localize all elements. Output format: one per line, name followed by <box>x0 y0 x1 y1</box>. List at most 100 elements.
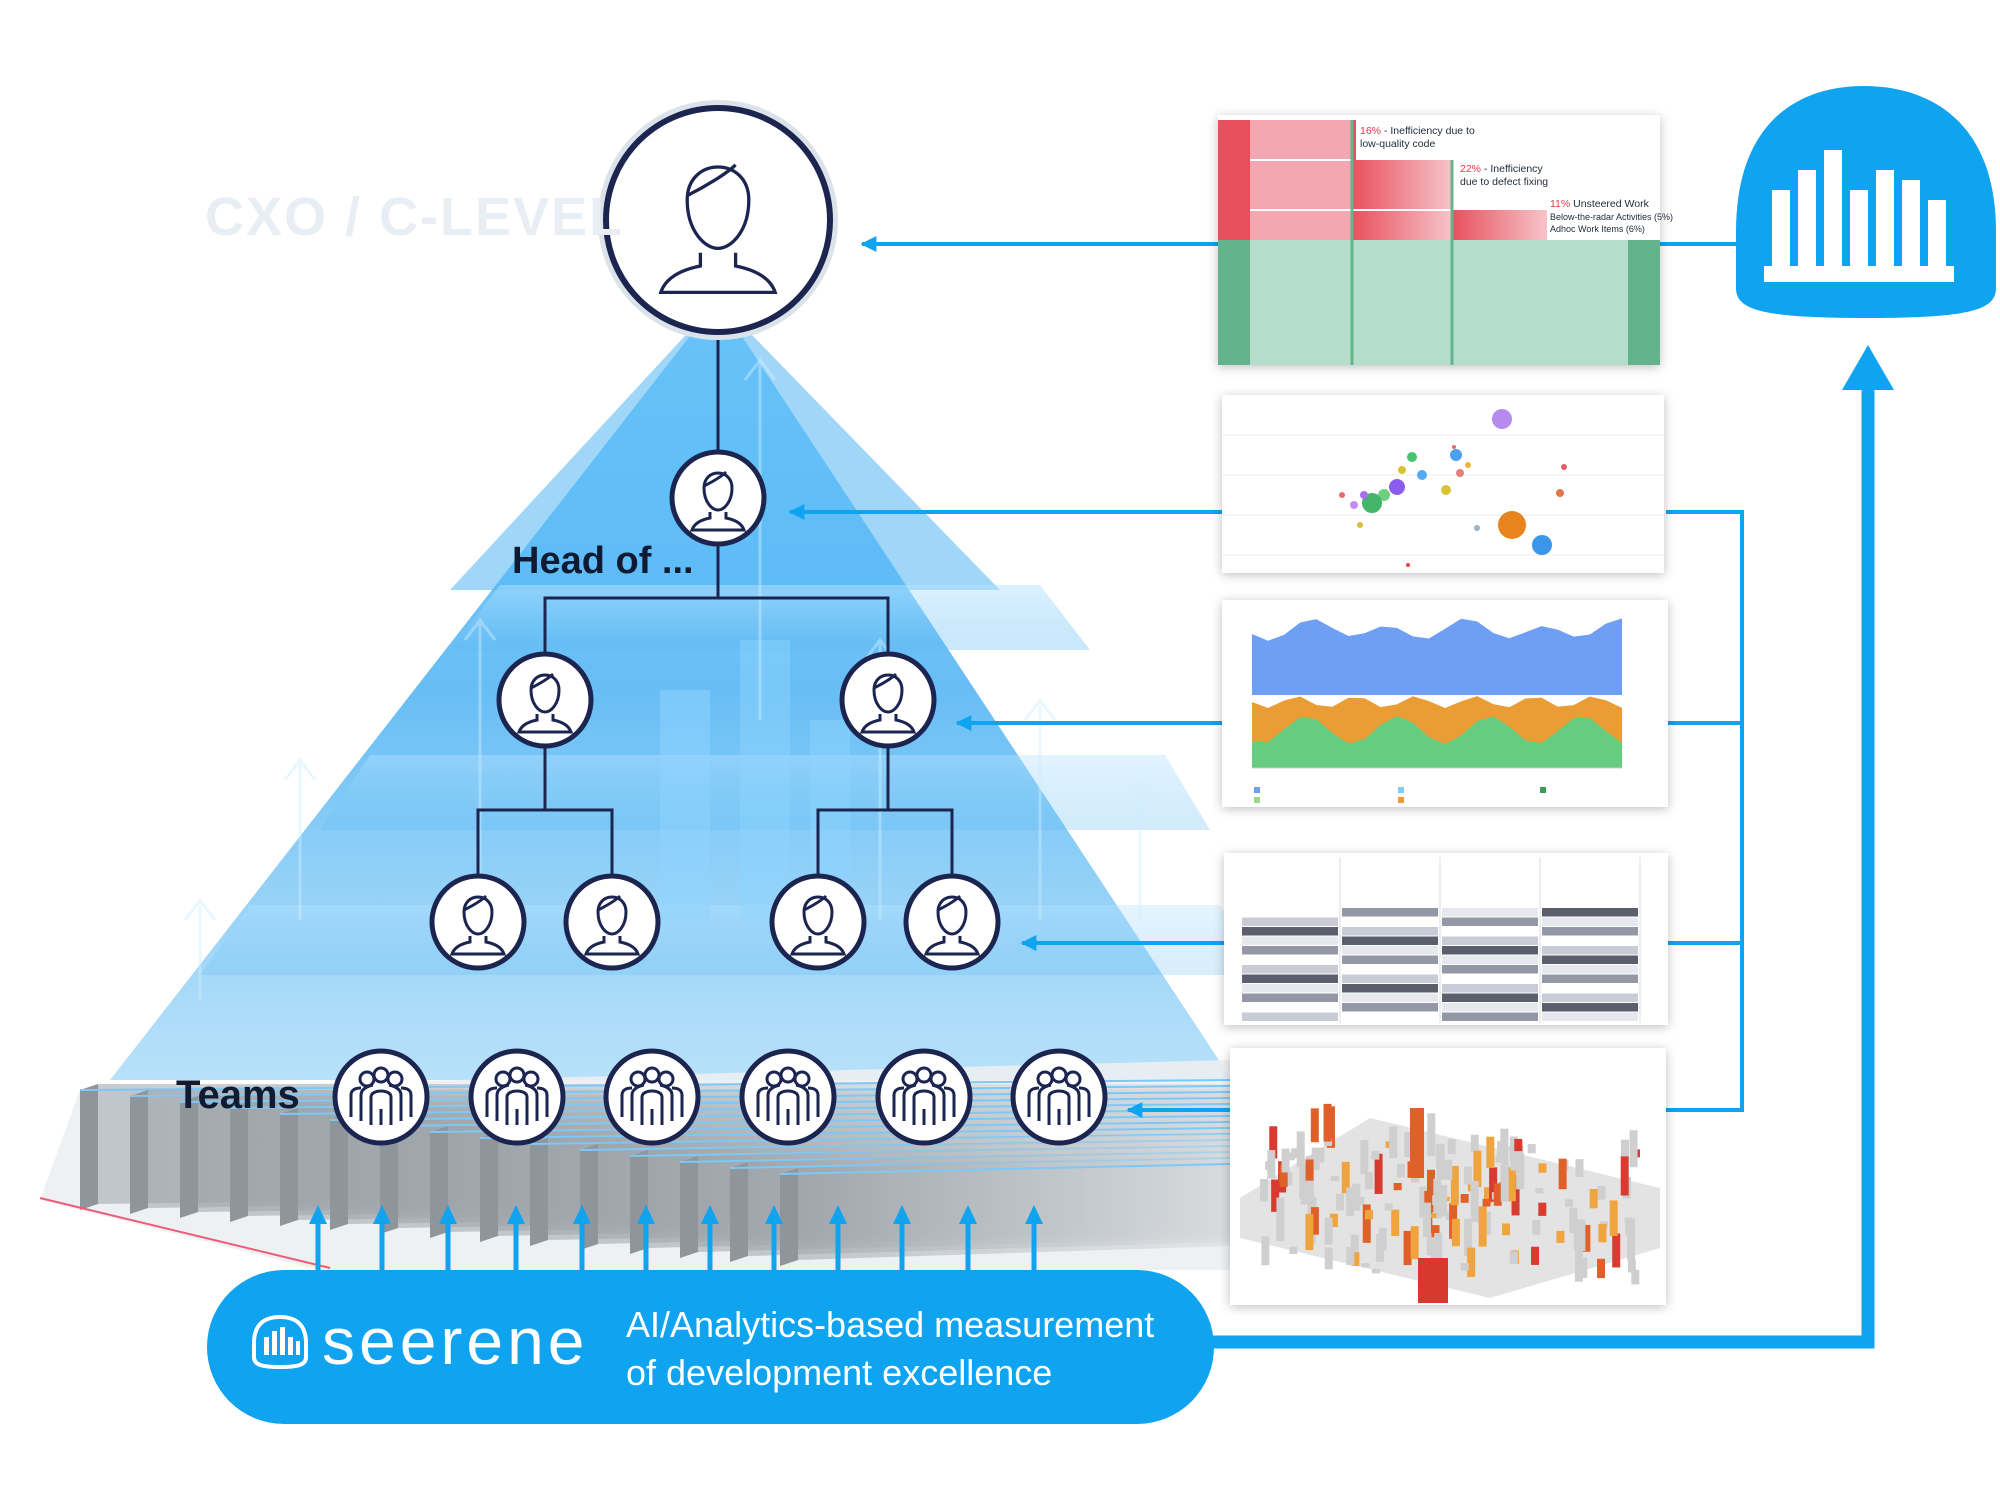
metrics-table <box>1242 857 1641 1023</box>
table-cell <box>1242 917 1338 926</box>
table-cell <box>1542 1003 1638 1012</box>
city-building <box>1371 1268 1380 1274</box>
city-building <box>1324 1247 1333 1270</box>
inefficiency-label-1: 16% - Inefficiency due to <box>1360 125 1475 137</box>
table-cell <box>1242 908 1338 917</box>
table-cell <box>1542 936 1638 945</box>
city-building <box>1564 1199 1573 1207</box>
city-building <box>1532 1219 1541 1235</box>
city-building <box>1509 1251 1518 1265</box>
city-building <box>1598 1223 1607 1243</box>
city-building <box>1428 1213 1437 1218</box>
city-building <box>1410 1108 1424 1178</box>
table-cell <box>1442 946 1538 955</box>
city-building <box>1556 1230 1565 1243</box>
table-cell <box>1542 1012 1638 1021</box>
inefficiency-chart-panel: 16% - Inefficiency due to low-quality co… <box>1218 115 1673 365</box>
stacked-area-chart-panel <box>1222 600 1668 807</box>
city-building <box>1527 1144 1536 1154</box>
inefficiency-chart <box>1218 120 1660 365</box>
code-block <box>530 1138 548 1246</box>
city-building <box>1470 1134 1479 1152</box>
bubble-chart <box>1222 409 1664 567</box>
city-building <box>1324 1217 1333 1245</box>
table-cell <box>1542 946 1638 955</box>
city-building <box>1508 1146 1517 1152</box>
city-building <box>1371 1150 1380 1160</box>
table-cell <box>1242 946 1338 955</box>
code-block <box>430 1126 448 1238</box>
code-block-edge <box>779 1163 1231 1175</box>
main-loop-arrow <box>1210 345 1894 1349</box>
city-building <box>1451 1218 1460 1247</box>
table-cell <box>1442 984 1538 993</box>
city-building <box>1612 1233 1621 1268</box>
city-building <box>1597 1258 1606 1279</box>
city-building <box>1428 1205 1437 1213</box>
city-building <box>1265 1161 1274 1171</box>
stacked-area-chart <box>1252 618 1622 803</box>
city-building <box>1279 1166 1288 1185</box>
city-building <box>1471 1213 1480 1223</box>
person-icon <box>906 876 998 968</box>
brand-banner <box>207 1270 1214 1424</box>
city-building <box>1516 1153 1525 1190</box>
pyramid <box>110 300 1260 1080</box>
city-building <box>1433 1178 1442 1219</box>
table-cell <box>1442 908 1538 917</box>
table-cell <box>1342 1012 1438 1021</box>
brand-tagline-line1: AI/Analytics-based measurement <box>626 1304 1155 1345</box>
city-building <box>1310 1207 1319 1235</box>
city-building <box>1495 1155 1504 1163</box>
city-building <box>1323 1103 1332 1142</box>
table-cell <box>1442 955 1538 964</box>
table-cell <box>1542 927 1638 936</box>
city-building <box>1507 1167 1516 1202</box>
person-icon <box>499 654 591 746</box>
inefficiency-label-3b: Below-the-radar Activities (5%) <box>1550 212 1674 222</box>
city-building <box>1478 1206 1487 1247</box>
city-building <box>1482 1198 1491 1207</box>
table-cell <box>1342 917 1438 926</box>
code-block <box>330 1114 348 1230</box>
person-icon <box>658 163 778 295</box>
table-cell <box>1442 993 1538 1002</box>
city-building <box>1364 1172 1373 1190</box>
person-icon <box>566 876 658 968</box>
city-building <box>1502 1223 1511 1236</box>
city-building <box>1597 1185 1606 1200</box>
city-building <box>1486 1136 1495 1168</box>
bubble-chart-panel <box>1222 395 1664 573</box>
table-cell <box>1342 984 1438 993</box>
city-building <box>1289 1246 1298 1255</box>
city-building <box>1482 1211 1491 1236</box>
teams-label: Teams <box>176 1073 300 1117</box>
city-building <box>1296 1131 1305 1168</box>
table-cell <box>1442 917 1538 926</box>
table-cell <box>1542 974 1638 983</box>
city-building <box>1558 1158 1567 1190</box>
city-building <box>1631 1269 1640 1285</box>
table-cell <box>1442 1003 1538 1012</box>
city-building <box>1329 1213 1338 1227</box>
table-cell <box>1342 1003 1438 1012</box>
cxo-level-label: CXO / C-LEVEL <box>205 187 625 247</box>
city-building <box>1582 1224 1591 1252</box>
city-building <box>1427 1113 1436 1157</box>
table-cell <box>1242 1012 1338 1021</box>
city-building <box>1460 1194 1469 1203</box>
city-building <box>1261 1236 1270 1266</box>
pyramid-layer <box>200 905 1260 975</box>
code-block <box>180 1096 198 1218</box>
city-building <box>1396 1163 1405 1178</box>
code-block <box>230 1102 248 1222</box>
city-building <box>1500 1163 1509 1202</box>
city-building <box>1269 1126 1278 1159</box>
city-building <box>1430 1237 1439 1259</box>
city-building <box>1460 1263 1469 1271</box>
city-building <box>1374 1153 1383 1194</box>
city-building <box>1351 1252 1360 1266</box>
city-building <box>1483 1187 1492 1203</box>
city-building <box>1291 1148 1300 1159</box>
city-building <box>1361 1263 1370 1268</box>
